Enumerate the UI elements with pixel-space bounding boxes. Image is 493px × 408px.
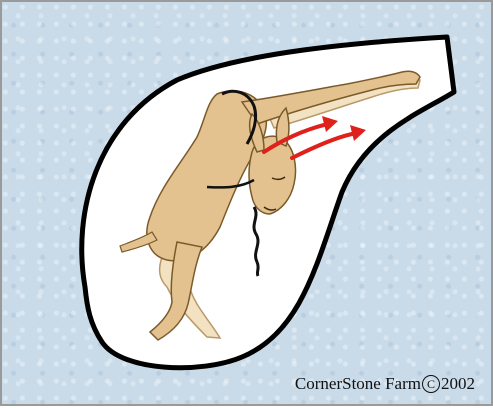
- credit-name: CornerStone Farm: [295, 374, 421, 393]
- copyright-symbol: C: [422, 375, 440, 393]
- credit-year: 2002: [441, 374, 475, 393]
